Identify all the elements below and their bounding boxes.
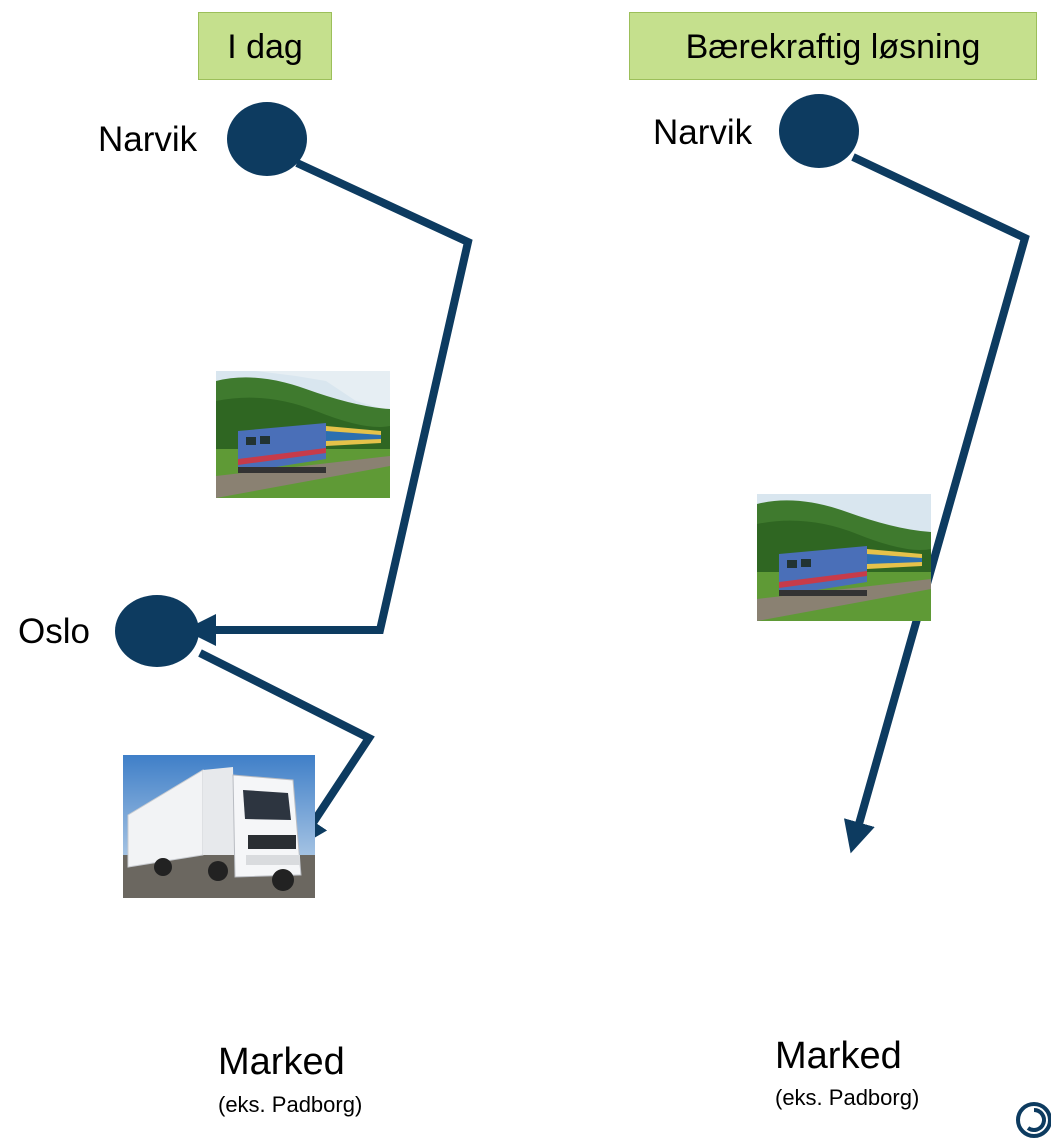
label-destination-note-right: (eks. Padborg) (775, 1085, 920, 1110)
title-sustainable-solution: Bærekraftig løsning (629, 12, 1037, 80)
node-narvik-left (227, 102, 307, 176)
freight-train-photo-right (757, 494, 931, 621)
label-destination-note-left: (eks. Padborg) (218, 1092, 363, 1117)
company-logo-icon (1014, 1100, 1051, 1139)
label-narvik-left: Narvik (98, 120, 198, 159)
label-destination-left: Marked (218, 1041, 345, 1083)
label-oslo: Oslo (18, 612, 90, 651)
node-narvik-right (779, 94, 859, 168)
node-oslo (115, 595, 199, 667)
route-narvik-oslo-rail (184, 159, 473, 646)
route-oslo-marked-road (198, 649, 375, 849)
freight-train-photo-left (216, 371, 390, 498)
label-destination-right: Marked (775, 1035, 902, 1077)
label-narvik-right: Narvik (653, 113, 753, 152)
route-narvik-marked-rail (843, 153, 1030, 854)
title-today: I dag (198, 12, 332, 80)
truck-photo (123, 755, 315, 898)
